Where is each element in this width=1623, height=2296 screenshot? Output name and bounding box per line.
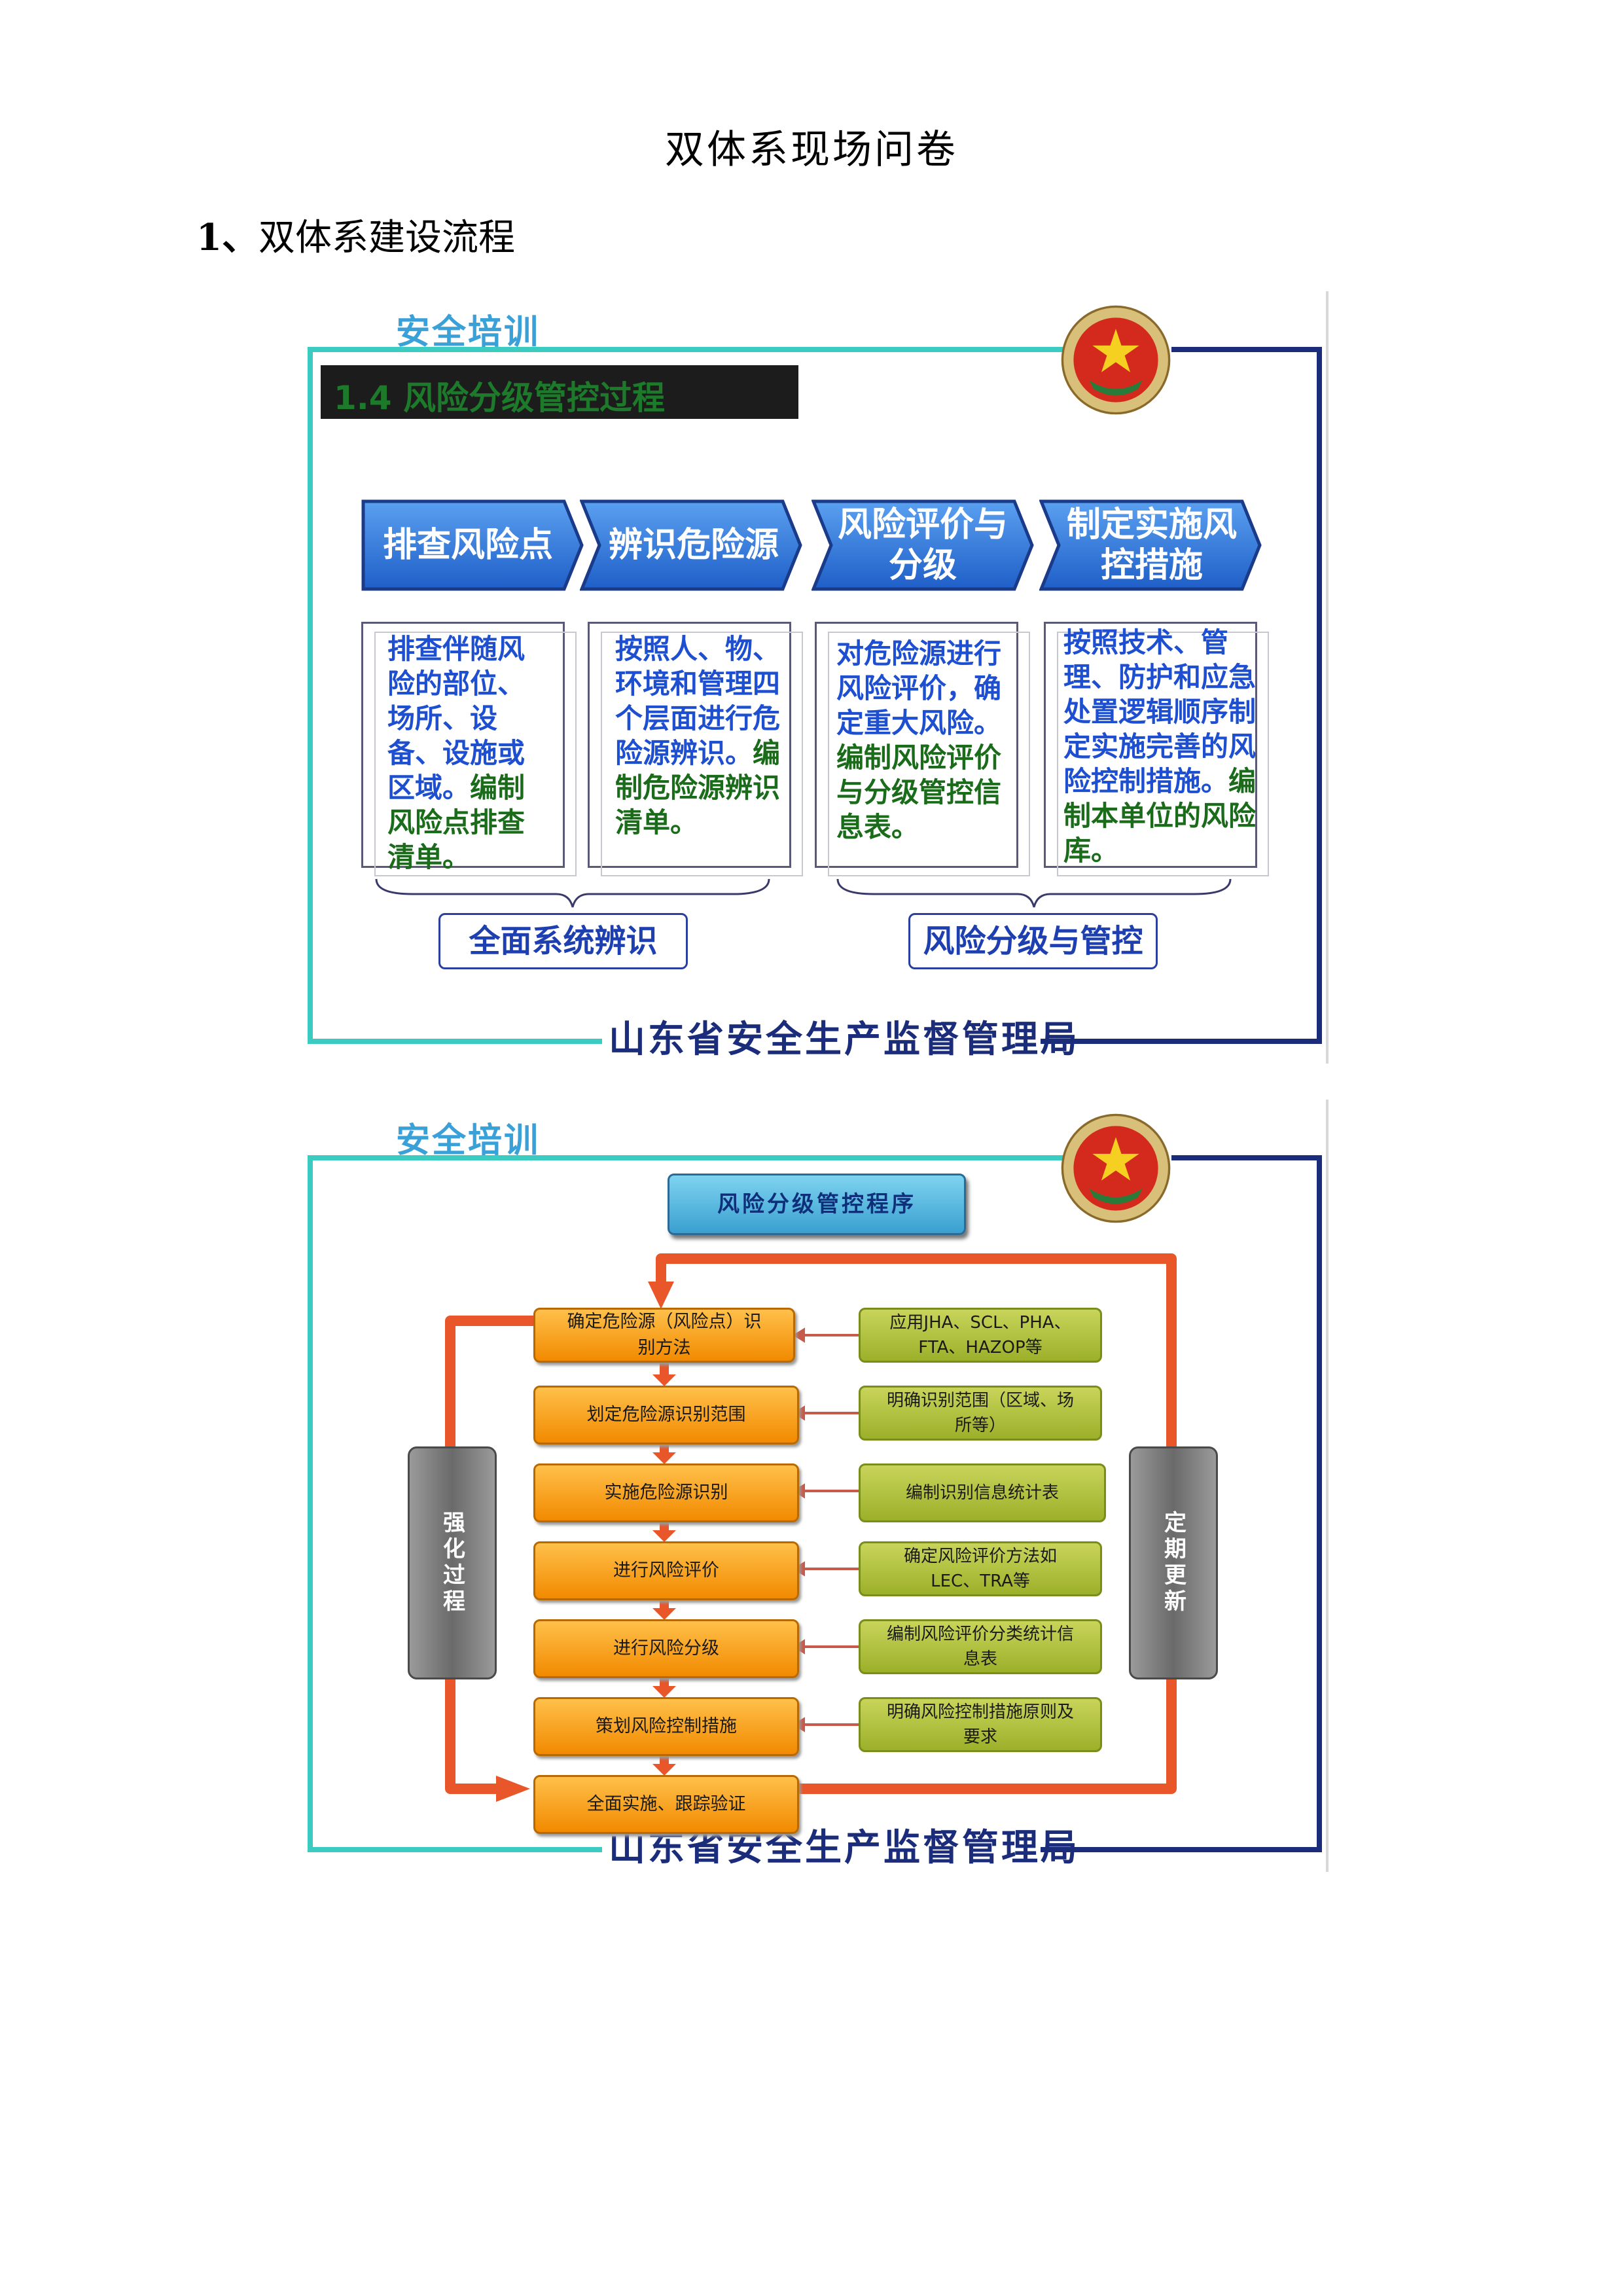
flow-arrows <box>445 1253 1177 1802</box>
step-desc-1-main: 排查伴随风险的部位、场所、设备、设施或区域。 <box>387 633 526 804</box>
section-title: 双体系建设流程 <box>258 217 515 259</box>
frame-top-right <box>1171 1155 1322 1160</box>
process-step-5: 进行风险分级 <box>533 1619 799 1678</box>
note-3: 编制识别信息统计表 <box>859 1463 1106 1522</box>
frame-bottom-right <box>1041 1039 1322 1044</box>
step-box-2 <box>588 622 791 868</box>
right-label-update: 定期更新 <box>1129 1446 1218 1679</box>
section-heading: 1、双体系建设流程 <box>196 208 515 261</box>
step-desc-4-output: 编制本单位的风险库。 <box>1063 765 1257 867</box>
frame-bottom-left <box>308 1039 602 1044</box>
step-box-1-shadow <box>374 632 577 876</box>
frame-left <box>308 1155 313 1852</box>
step-desc-3-output: 编制风险评价与分级管控信息表。 <box>836 742 1002 843</box>
chevron-step-2 <box>580 499 802 591</box>
step-desc-4: 按照技术、管理、防护和应急处置逻辑顺序制定实施完善的风险控制措施。编制本单位的风… <box>1063 625 1266 868</box>
frame-top-right <box>1171 347 1322 352</box>
process-step-2: 划定危险源识别范围 <box>533 1386 799 1444</box>
step-desc-3-main: 对危险源进行风险评价，确定重大风险。 <box>836 637 1002 739</box>
step-box-3-shadow <box>828 632 1030 876</box>
footer-authority: 山东省安全生产监督管理局 <box>609 1018 1080 1061</box>
chevron-step-1 <box>361 499 584 591</box>
step-desc-2-main: 按照人、物、环境和管理四个层面进行危险源辨识。 <box>615 633 781 769</box>
step-desc-4-main: 按照技术、管理、防护和应急处置逻辑顺序制定实施完善的风险控制措施。 <box>1063 626 1257 797</box>
step-label-4: 制定实施风控措施 <box>1067 505 1238 585</box>
chevron-step-4 <box>1039 499 1262 591</box>
chevron-step-3 <box>812 499 1034 591</box>
slide-title-bar <box>321 365 798 419</box>
step-desc-1-output: 编制风险点排查清单。 <box>387 772 526 873</box>
brace-right <box>836 878 1232 908</box>
national-emblem-icon <box>1061 305 1171 415</box>
frame-right <box>1317 347 1322 1044</box>
step-box-4 <box>1044 622 1257 868</box>
process-step-6: 策划风险控制措施 <box>533 1697 799 1756</box>
step-desc-2: 按照人、物、环境和管理四个层面进行危险源辨识。编制危险源辨识清单。 <box>615 632 792 840</box>
frame-right <box>1317 1155 1322 1852</box>
slide-edge <box>1326 1100 1329 1872</box>
frame-top-left <box>308 1155 1073 1160</box>
step-box-1 <box>361 622 565 868</box>
slide-risk-procedure: 安全培训 山东省安全生产监督管理局 风险分级管控程序 <box>308 1100 1329 1872</box>
process-step-4: 进行风险评价 <box>533 1541 799 1600</box>
section-number: 1、 <box>196 216 259 259</box>
note-1: 应用JHA、SCL、PHA、FTA、HAZOP等 <box>859 1308 1102 1363</box>
slide-risk-process: 安全培训 山东省安全生产监督管理局 1.4 风险分级管控过程 排查风险点 辨识危… <box>308 291 1329 1064</box>
step-label-2: 辨识危险源 <box>608 526 779 565</box>
step-desc-3: 对危险源进行风险评价，确定重大风险。编制风险评价与分级管控信息表。 <box>836 636 1016 844</box>
training-label: 安全培训 <box>396 313 541 352</box>
procedure-title: 风险分级管控程序 <box>668 1174 966 1235</box>
group-label-control: 风险分级与管控 <box>908 913 1158 969</box>
process-step-7: 全面实施、跟踪验证 <box>533 1775 799 1834</box>
brace-left <box>375 878 770 908</box>
slide-title: 1.4 风险分级管控过程 <box>334 379 665 417</box>
step-box-3 <box>815 622 1018 868</box>
step-desc-1: 排查伴随风险的部位、场所、设备、设施或区域。编制风险点排查清单。 <box>387 632 538 874</box>
step-desc-2-output: 编制危险源辨识清单。 <box>615 737 781 838</box>
left-label-strengthen: 强化过程 <box>408 1446 497 1679</box>
note-6: 明确风险控制措施原则及要求 <box>859 1697 1102 1752</box>
note-5: 编制风险评价分类统计信息表 <box>859 1619 1102 1674</box>
frame-bottom-left <box>308 1847 602 1852</box>
frame-bottom-right <box>1041 1847 1322 1852</box>
process-step-3: 实施危险源识别 <box>533 1463 799 1522</box>
page-title: 双体系现场问卷 <box>665 127 958 173</box>
frame-top-left <box>308 347 1073 352</box>
national-emblem-icon <box>1061 1113 1171 1223</box>
step-box-4-shadow <box>1057 632 1269 876</box>
frame-left <box>308 347 313 1044</box>
note-2: 明确识别范围（区域、场所等） <box>859 1386 1102 1441</box>
slide-edge <box>1326 291 1329 1064</box>
process-step-1: 确定危险源（风险点）识别方法 <box>533 1308 795 1363</box>
training-label: 安全培训 <box>396 1121 541 1160</box>
step-label-1: 排查风险点 <box>382 526 553 565</box>
note-4: 确定风险评价方法如LEC、TRA等 <box>859 1541 1102 1596</box>
group-label-identify: 全面系统辨识 <box>438 913 688 969</box>
step-label-3: 风险评价与分级 <box>838 505 1008 585</box>
step-box-2-shadow <box>601 632 803 876</box>
